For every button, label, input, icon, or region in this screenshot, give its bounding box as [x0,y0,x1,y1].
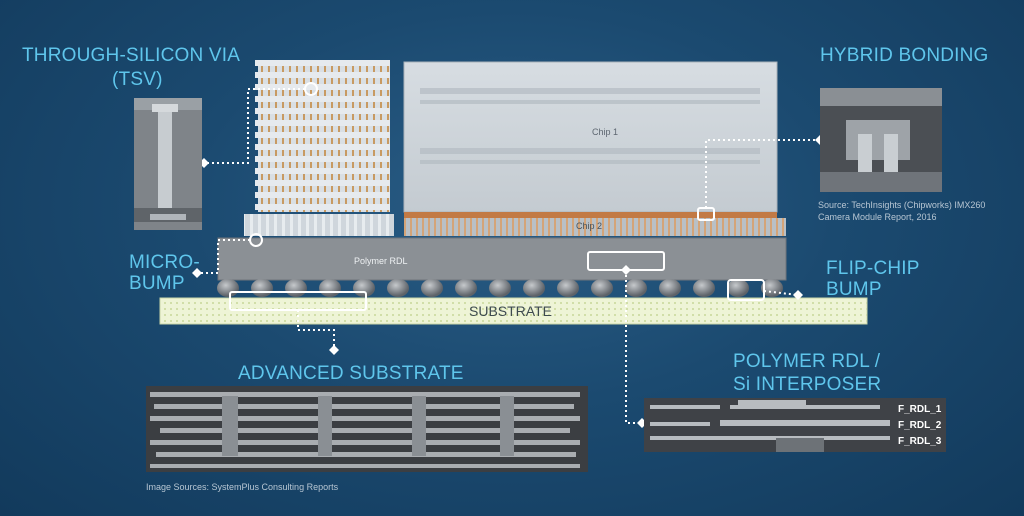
advanced-substrate-label: ADVANCED SUBSTRATE [238,363,464,384]
rdl-layer-3: F_RDL_3 [898,436,942,447]
rdl-layer-labels: F_RDL_1 F_RDL_2 F_RDL_3 [898,402,941,450]
polymer-rdl-label-line-2: Si INTERPOSER [733,374,882,395]
chip-2 [404,218,786,236]
micro-bump-layer [244,214,394,236]
substrate-text: SUBSTRATE [469,303,552,319]
tsv-micrograph [134,98,202,230]
chip-2-text: Chip 2 [576,221,603,231]
chip-1-text: Chip 1 [592,127,619,137]
tsv-die-stack [255,60,390,212]
hybrid-bonding-label: HYBRID BONDING [820,45,989,66]
chip-1 [403,61,778,213]
hybrid-bonding-micrograph [820,88,942,192]
image-sources-caption: Image Sources: SystemPlus Consulting Rep… [146,482,339,492]
polymer-rdl-text: Polymer RDL [354,256,408,266]
rdl-layer-1: F_RDL_1 [898,404,942,415]
flip-chip-label-line-1: FLIP-CHIP [826,258,920,279]
micro-bump-label-line-2: BUMP [129,273,185,294]
flip-chip-bumps [217,279,783,297]
hybrid-source-line-1: Source: TechInsights (Chipworks) IMX260 [818,200,986,210]
flip-chip-callout-box [727,279,765,301]
polymer-rdl-label-line-1: POLYMER RDL / [733,351,881,372]
rdl-layer-2: F_RDL_2 [898,420,942,431]
hybrid-bond-layer [404,212,777,218]
polymer-rdl-micrograph [644,398,946,452]
polymer-rdl-interposer [217,237,787,281]
leader-lines [197,88,820,424]
hybrid-source-line-2: Camera Module Report, 2016 [818,212,937,222]
tsv-label: THROUGH-SILICON VIA [22,45,241,66]
micro-bump-label-line-1: MICRO- [129,252,200,273]
flip-chip-label-line-2: BUMP [826,279,882,300]
tsv-abbrev-label: (TSV) [112,69,163,90]
advanced-substrate-micrograph [146,386,588,472]
